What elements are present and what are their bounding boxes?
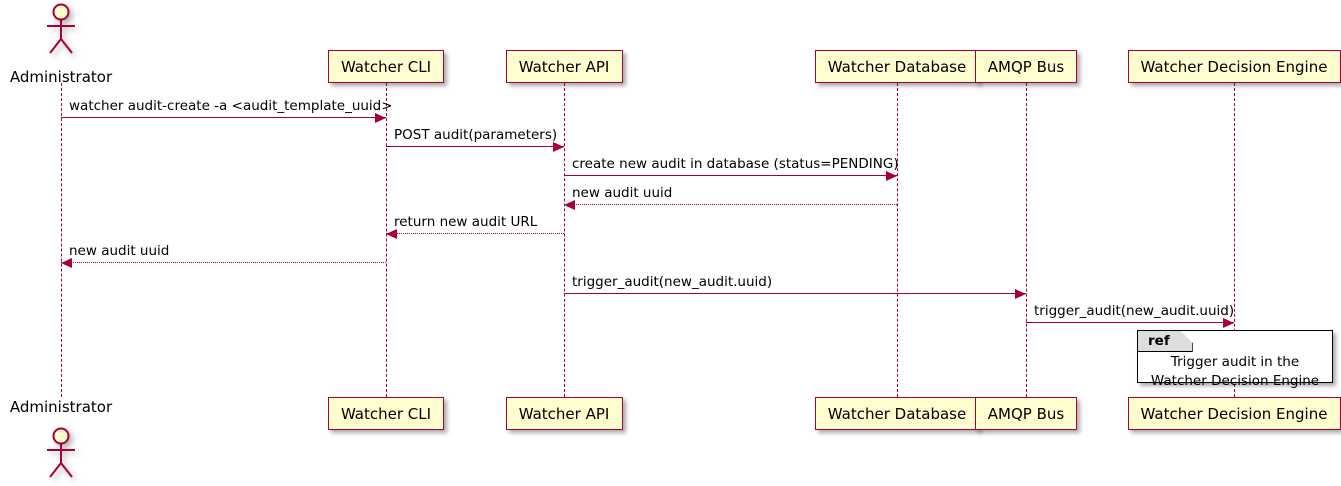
message-arrowhead-2 xyxy=(553,142,564,152)
message-arrowhead-4 xyxy=(564,200,575,210)
participant-label: Watcher Database xyxy=(827,57,967,76)
participant-foot-watcher-database[interactable]: Watcher Database xyxy=(815,397,979,430)
participant-label: Watcher API xyxy=(518,57,610,76)
message-arrowhead-8 xyxy=(1223,318,1234,328)
ref-fragment-line-1: Watcher Decision Engine xyxy=(1150,373,1320,389)
participant-foot-watcher-cli[interactable]: Watcher CLI xyxy=(328,397,444,430)
participant-foot-watcher-api[interactable]: Watcher API xyxy=(505,397,623,430)
message-line-6 xyxy=(61,262,386,263)
participant-label: Watcher Decision Engine xyxy=(1140,57,1328,76)
participant-head-watcher-cli[interactable]: Watcher CLI xyxy=(328,50,444,83)
message-arrowhead-7 xyxy=(1015,289,1026,299)
participant-foot-amqp-bus[interactable]: AMQP Bus xyxy=(975,397,1077,430)
message-label-8: trigger_audit(new_audit.uuid) xyxy=(1034,303,1235,319)
lifeline-watcher-api xyxy=(564,83,565,397)
message-label-4: new audit uuid xyxy=(572,185,673,201)
lifeline-watcher-decision-engine xyxy=(1234,83,1235,397)
lifeline-watcher-database xyxy=(897,83,898,397)
ref-fragment-line-0: Trigger audit in the xyxy=(1170,354,1300,370)
message-arrowhead-1 xyxy=(375,113,386,123)
message-label-2: POST audit(parameters) xyxy=(394,127,558,143)
lifeline-administrator xyxy=(61,83,62,397)
ref-fragment-tab: ref xyxy=(1138,331,1193,352)
actor-label-bottom-administrator: Administrator xyxy=(9,398,113,416)
participant-head-amqp-bus[interactable]: AMQP Bus xyxy=(975,50,1077,83)
actor-figure xyxy=(47,3,75,54)
actor-figure xyxy=(47,427,75,478)
participant-label: AMQP Bus xyxy=(987,404,1065,423)
participant-head-watcher-decision-engine[interactable]: Watcher Decision Engine xyxy=(1127,50,1341,83)
message-line-5 xyxy=(386,233,564,234)
message-line-2 xyxy=(386,146,564,147)
participant-label: Watcher CLI xyxy=(340,404,432,423)
message-line-1 xyxy=(61,117,386,118)
message-arrowhead-3 xyxy=(886,171,897,181)
participant-head-watcher-database[interactable]: Watcher Database xyxy=(815,50,979,83)
participant-label: Watcher CLI xyxy=(340,57,432,76)
message-line-8 xyxy=(1026,322,1234,323)
participant-head-watcher-api[interactable]: Watcher API xyxy=(505,50,623,83)
lifeline-amqp-bus xyxy=(1026,83,1027,397)
message-line-7 xyxy=(564,293,1026,294)
participant-foot-watcher-decision-engine[interactable]: Watcher Decision Engine xyxy=(1127,397,1341,430)
message-label-3: create new audit in database (status=PEN… xyxy=(572,156,899,172)
message-label-6: new audit uuid xyxy=(69,243,170,259)
participant-label: AMQP Bus xyxy=(987,57,1065,76)
message-arrowhead-6 xyxy=(61,258,72,268)
message-label-5: return new audit URL xyxy=(394,214,538,230)
participant-label: Watcher Decision Engine xyxy=(1140,404,1328,423)
lifeline-watcher-cli xyxy=(386,83,387,397)
actor-label-administrator: Administrator xyxy=(9,68,113,86)
message-label-7: trigger_audit(new_audit.uuid) xyxy=(572,274,773,290)
participant-label: Watcher Database xyxy=(827,404,967,423)
message-line-4 xyxy=(564,204,897,205)
message-line-3 xyxy=(564,175,897,176)
message-label-1: watcher audit-create -a <audit_template_… xyxy=(69,98,393,114)
message-arrowhead-5 xyxy=(386,229,397,239)
participant-label: Watcher API xyxy=(518,404,610,423)
